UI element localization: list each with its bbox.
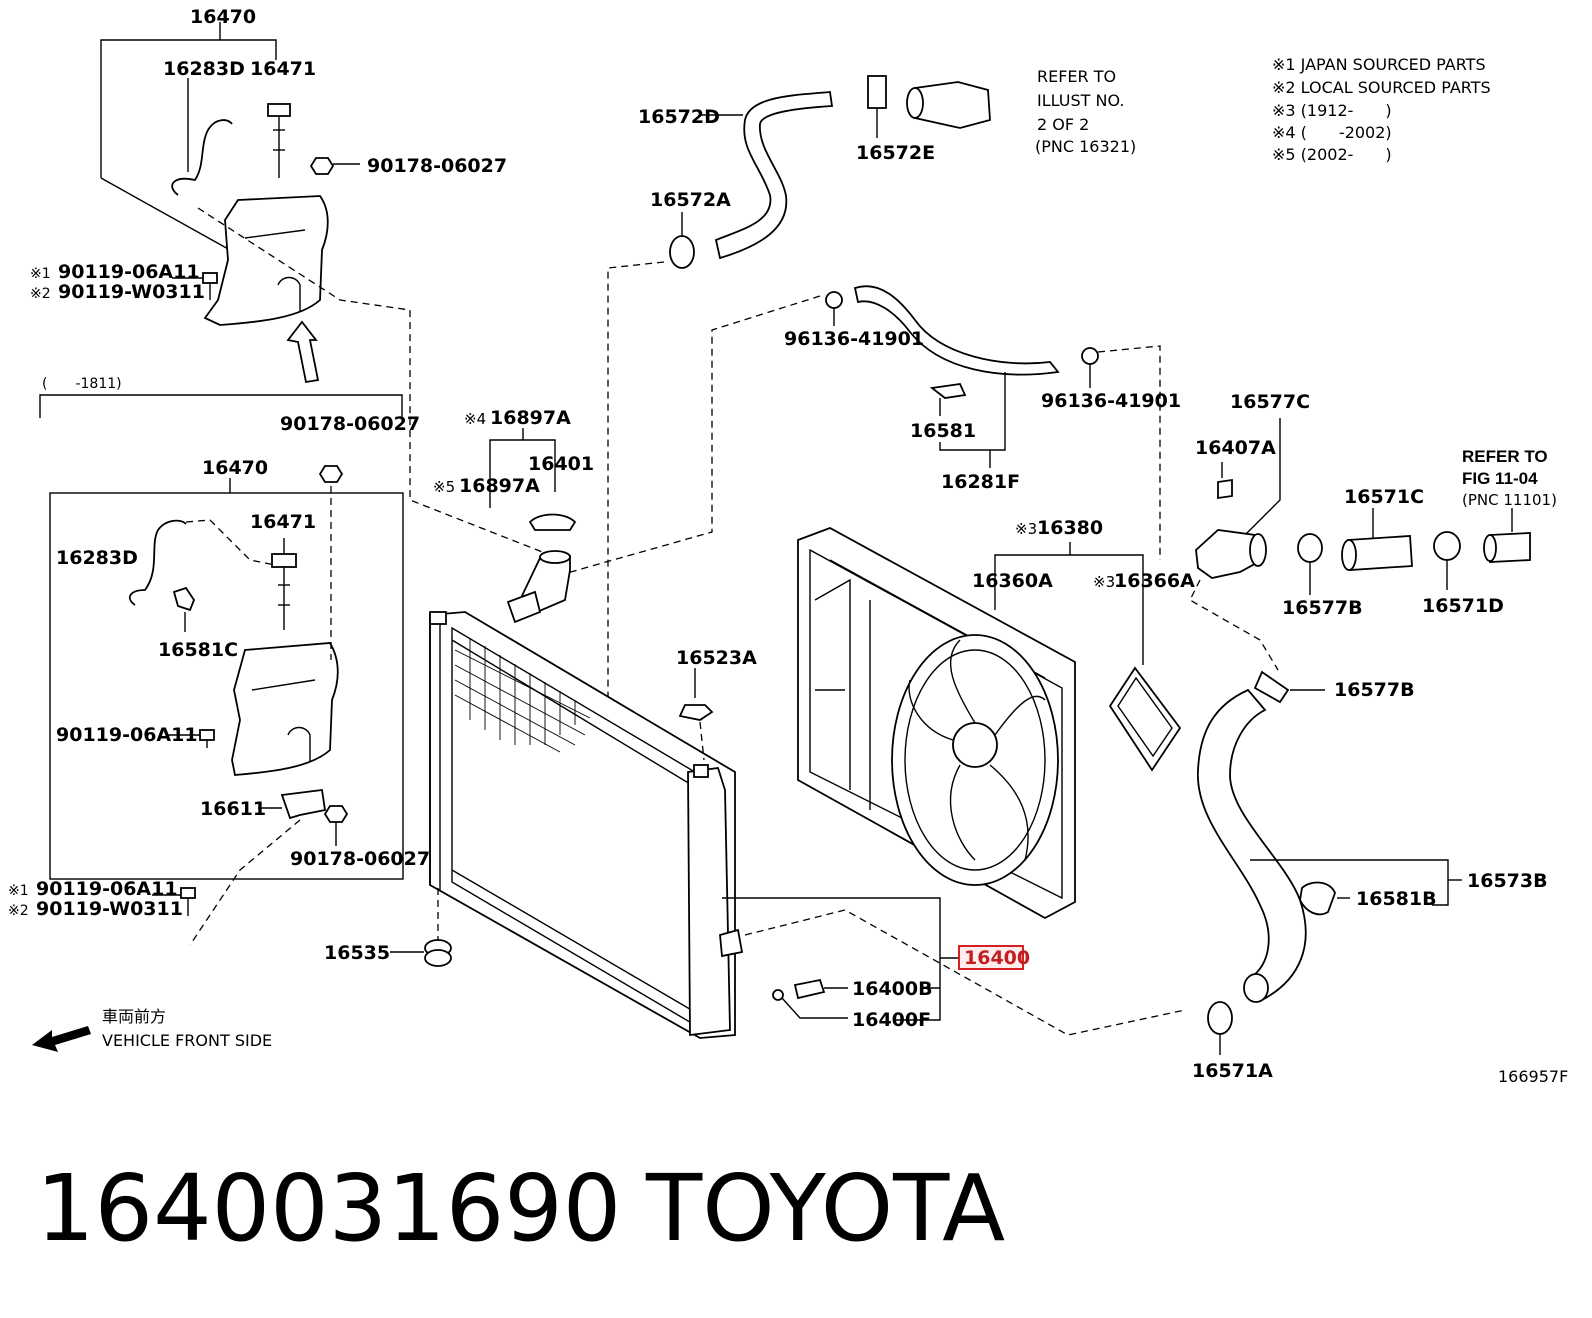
part-label: 16577B <box>1334 679 1415 701</box>
illustration-code: 166957F <box>1498 1067 1568 1086</box>
bypass-hose-group <box>559 285 1161 576</box>
upper-hose-group <box>477 75 991 816</box>
part-label: 16407A <box>1195 437 1276 459</box>
part-label: 16572A <box>650 189 731 211</box>
footer: 1640031690 TOYOTA <box>36 1155 1005 1262</box>
water-inlet-group <box>1189 418 1531 671</box>
legend-line: ※2 LOCAL SOURCED PARTS <box>1272 78 1491 97</box>
mark-4: ※4 <box>464 410 486 428</box>
upper-reservoir-group <box>100 22 551 556</box>
part-label: 16281F <box>941 471 1020 493</box>
part-label: 16581C <box>158 639 238 661</box>
refer-fig-line: (PNC 11101) <box>1462 491 1557 509</box>
fan-leaders <box>994 542 1182 772</box>
part-labels: 16470 16283D 16471 90178-06027 90119-06A… <box>36 6 1548 1082</box>
part-label: 16573B <box>1467 870 1548 892</box>
refer-fig-line: REFER TO <box>1462 447 1548 466</box>
radiator-leaders <box>722 897 1186 1036</box>
mark-2: ※2 <box>8 903 29 919</box>
highlighted-part-label: 16400 <box>964 947 1030 969</box>
mark-3: ※3 <box>1015 520 1037 538</box>
part-label: 16523A <box>676 647 757 669</box>
part-label: 16581 <box>910 420 976 442</box>
brand-title: TOYOTA <box>645 1155 1005 1262</box>
front-label-en: VEHICLE FRONT SIDE <box>102 1031 272 1050</box>
part-label: 16400B <box>852 978 933 1000</box>
part-label: 16400F <box>852 1009 931 1031</box>
highlight-box <box>958 945 1024 970</box>
part-label: 16577C <box>1230 391 1310 413</box>
bottom-left-bolt <box>152 887 196 916</box>
lower-hose-group <box>1197 670 1462 1055</box>
source-marks: ※1 ※2 ※4 ※5 ※1 ※2 ※3 ※3 <box>8 266 1115 919</box>
legend-line: ※5 (2002- ) <box>1272 145 1392 164</box>
front-label-jp: 車両前方 <box>102 1007 166 1026</box>
part-label: 16360A <box>972 570 1053 592</box>
lower-reservoir-group <box>39 394 404 946</box>
refer-illust-line: 2 OF 2 <box>1037 115 1089 134</box>
part-label: 16401 <box>528 453 594 475</box>
part-label: 16380 <box>1037 517 1103 539</box>
part-label: 16572E <box>856 142 935 164</box>
part-label: 90178-06027 <box>367 155 507 177</box>
part-label: 90178-06027 <box>280 413 420 435</box>
part-label: 16366A <box>1114 570 1195 592</box>
refer-illust-line: REFER TO <box>1037 67 1116 86</box>
part-label: 16897A <box>490 407 571 429</box>
date-range-label: ( -1811) <box>42 376 122 392</box>
part-label: 16611 <box>200 798 266 820</box>
legend-line: ※4 ( -2002) <box>1272 123 1392 142</box>
legend-line: ※1 JAPAN SOURCED PARTS <box>1272 55 1486 74</box>
filler-neck-group <box>489 428 577 624</box>
part-label: 16581B <box>1356 888 1437 910</box>
legend-line: ※3 (1912- ) <box>1272 101 1392 120</box>
part-label: 90119-W0311 <box>36 898 183 920</box>
refer-illust-line: ILLUST NO. <box>1037 91 1124 110</box>
mark-5: ※5 <box>433 478 455 496</box>
fan-shroud <box>797 527 1076 920</box>
part-label: 16571A <box>1192 1060 1273 1082</box>
refer-fig-line: FIG 11-04 <box>1462 469 1538 488</box>
part-label: 16571C <box>1344 486 1424 508</box>
part-label: 90119-06A11 <box>36 878 178 900</box>
radiator <box>429 611 744 1039</box>
mark-2: ※2 <box>30 286 51 302</box>
part-number-title: 1640031690 <box>36 1155 621 1262</box>
part-label: 16470 <box>190 6 256 28</box>
radiator-mount-top <box>678 668 714 761</box>
part-label: 16571D <box>1422 595 1504 617</box>
part-label: 16471 <box>250 58 316 80</box>
part-label: 16897A <box>459 475 540 497</box>
part-label: 16283D <box>56 547 138 569</box>
notes: REFER TO ILLUST NO. 2 OF 2 (PNC 16321) ※… <box>42 55 1568 1086</box>
part-label: 90119-06A11 <box>58 261 200 283</box>
vehicle-front-arrow-icon <box>32 1026 91 1052</box>
mark-1: ※1 <box>30 266 51 282</box>
part-label: 16283D <box>163 58 245 80</box>
part-label: 16471 <box>250 511 316 533</box>
radiator-mount-bottom <box>390 888 452 967</box>
refer-illust-line: (PNC 16321) <box>1035 137 1136 156</box>
part-label: 16572D <box>638 106 720 128</box>
part-label: 90119-06A11 <box>56 724 198 746</box>
part-label: 96136-41901 <box>1041 390 1181 412</box>
part-label: 16535 <box>324 942 390 964</box>
part-label: 90119-W0311 <box>58 281 205 303</box>
part-label: 16470 <box>202 457 268 479</box>
mark-3: ※3 <box>1093 573 1115 591</box>
part-label: 90178-06027 <box>290 848 430 870</box>
mark-1: ※1 <box>8 883 29 899</box>
part-label: 16577B <box>1282 597 1363 619</box>
part-label: 96136-41901 <box>784 328 924 350</box>
